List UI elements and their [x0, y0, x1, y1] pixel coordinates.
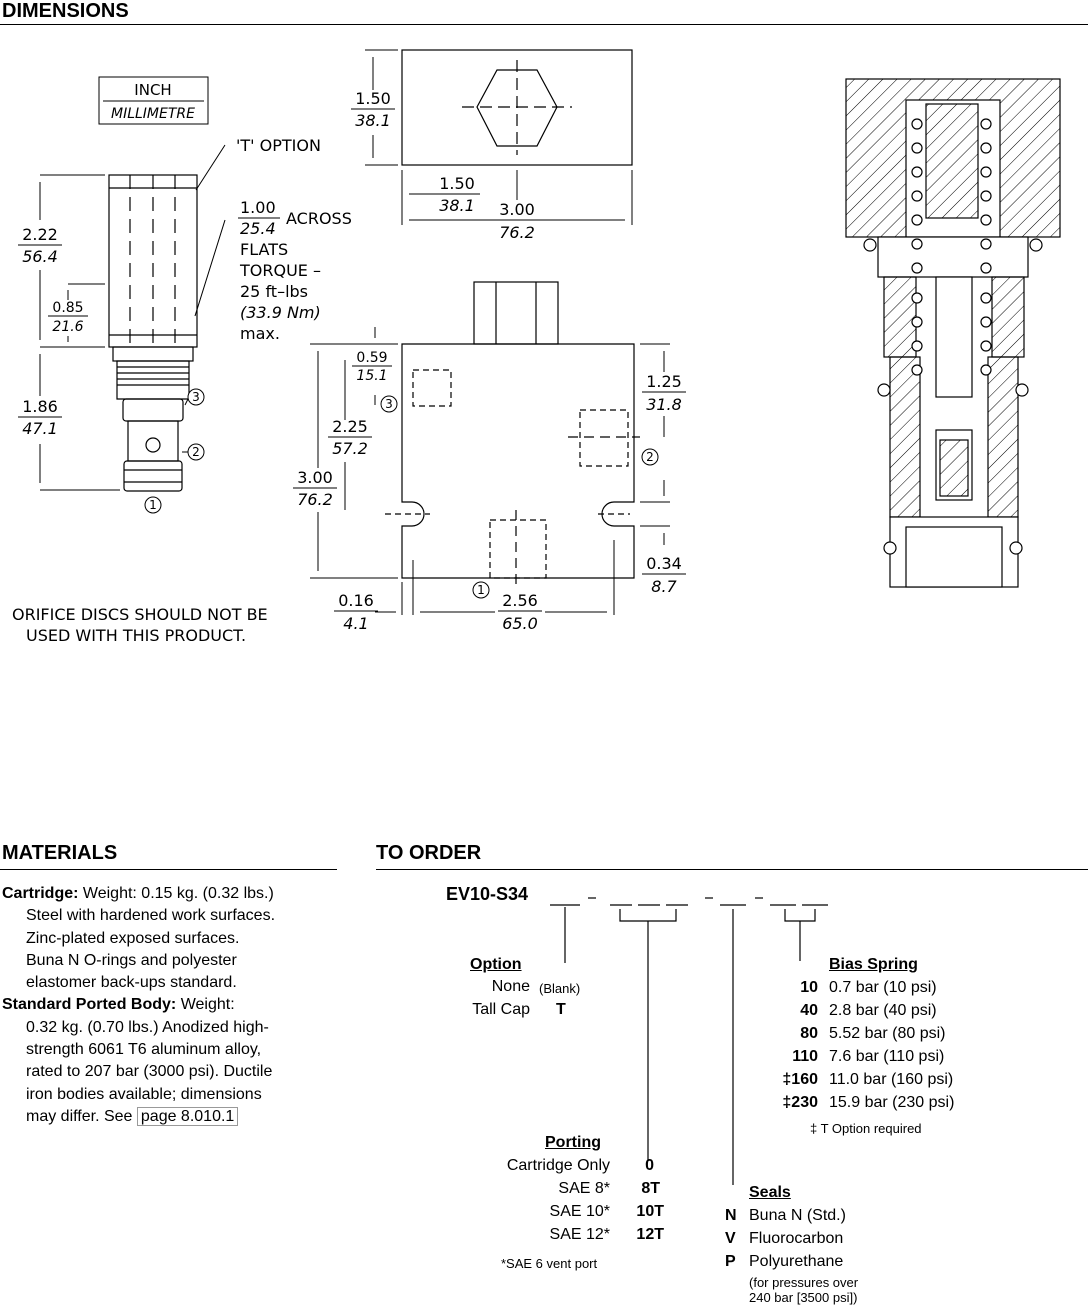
- dimension-lines: [39, 49, 670, 615]
- body-front-view: [385, 281, 640, 590]
- unit-mm: MILLIMETRE: [111, 106, 195, 122]
- order-title: TO ORDER: [376, 842, 482, 864]
- port-labels: 3 2 1 3 2 1: [149, 390, 654, 597]
- option-tallcap-label: Tall Cap: [472, 1001, 530, 1018]
- across-flats-mm: 25.4: [240, 219, 276, 238]
- port-1-marker-side: [144, 496, 162, 514]
- unit-inch: INCH: [134, 81, 171, 99]
- option-none-code: (Blank): [539, 981, 581, 996]
- svg-text:0.85: 0.85: [52, 300, 83, 316]
- body-label: Standard Ported Body:: [2, 996, 177, 1014]
- port-2-label-front: 2: [646, 450, 654, 464]
- svg-text:8.7: 8.7: [651, 577, 677, 596]
- porting-header: Porting: [545, 1134, 601, 1151]
- port-markers: [144, 388, 659, 599]
- torque-line-3: (33.9 Nm): [240, 303, 321, 322]
- option-tallcap-code: T: [556, 1001, 566, 1018]
- svg-text:15.1: 15.1: [356, 368, 387, 384]
- cartridge-cross-section: [845, 78, 1061, 588]
- materials-title: MATERIALS: [2, 842, 118, 864]
- body-last-line: may differ. See: [26, 1107, 133, 1125]
- option-header: Option: [470, 956, 522, 973]
- order-code-diagram: [550, 897, 828, 1185]
- torque-line-1: TORQUE –: [239, 261, 321, 280]
- across-label: ACROSS: [286, 209, 352, 228]
- svg-text:0.16: 0.16: [338, 591, 374, 610]
- svg-text:2.56: 2.56: [502, 591, 538, 610]
- svg-text:0.34: 0.34: [646, 554, 682, 573]
- svg-text:76.2: 76.2: [499, 223, 535, 242]
- svg-text:2.25: 2.25: [332, 417, 368, 436]
- svg-text:47.1: 47.1: [22, 419, 58, 438]
- orifice-note-line-2: USED WITH THIS PRODUCT.: [26, 626, 246, 645]
- svg-text:0.59: 0.59: [356, 350, 387, 366]
- port-3-marker-side: [187, 388, 205, 406]
- svg-text:1.86: 1.86: [22, 397, 58, 416]
- svg-text:31.8: 31.8: [646, 395, 682, 414]
- across-flats-inch: 1.00: [240, 198, 276, 217]
- svg-text:3.00: 3.00: [297, 468, 333, 487]
- cartridge-side-view: [108, 174, 198, 492]
- port-2-label-side: 2: [192, 445, 200, 459]
- svg-text:3.00: 3.00: [499, 200, 535, 219]
- flats-label: FLATS: [240, 240, 288, 259]
- page-link[interactable]: page 8.010.1: [136, 1106, 239, 1126]
- cartridge-label: Cartridge:: [2, 885, 79, 902]
- svg-text:1.25: 1.25: [646, 372, 682, 391]
- port-1-marker-front: [472, 581, 490, 599]
- svg-text:21.6: 21.6: [52, 319, 83, 335]
- body-line: iron bodies available; dimensions: [26, 1085, 262, 1103]
- port-1-label-front: 1: [477, 583, 485, 597]
- seals-note: (for pressures over 240 bar [3500 psi]): [749, 1275, 859, 1305]
- body-line: rated to 207 bar (3000 psi). Ductile: [26, 1063, 273, 1081]
- svg-text:65.0: 65.0: [502, 614, 538, 633]
- dimensions-title: DIMENSIONS: [2, 0, 129, 22]
- port-2-marker-side: [187, 443, 205, 461]
- port-1-label-side: 1: [149, 498, 157, 512]
- body-top-view: [401, 49, 633, 166]
- t-option-label: 'T' OPTION: [236, 136, 321, 155]
- bias-header: Bias Spring: [829, 956, 918, 973]
- model-code: EV10-S34: [446, 884, 529, 904]
- port-2-marker-front: [641, 448, 659, 466]
- order-rule: [376, 869, 1088, 870]
- torque-line-4: max.: [240, 324, 280, 343]
- body-line: 0.32 kg. (0.70 lbs.) Anodized high-: [26, 1018, 269, 1036]
- body-weight-label: Weight:: [180, 996, 235, 1014]
- port-3-label-front: 3: [385, 397, 393, 411]
- dimensions-rule: [0, 24, 1088, 25]
- port-3-marker-front: [380, 395, 398, 413]
- svg-text:1.50: 1.50: [439, 174, 475, 193]
- port-3-label-side: 3: [192, 390, 200, 404]
- svg-text:4.1: 4.1: [343, 614, 368, 633]
- bias-note: ‡ T Option required: [810, 1121, 922, 1136]
- svg-text:2.22: 2.22: [22, 225, 58, 244]
- seals-header: Seals: [749, 1184, 791, 1201]
- cartridge-weight: Weight: 0.15 kg. (0.32 lbs.): [82, 885, 274, 902]
- torque-line-2: 25 ft–lbs: [240, 282, 308, 301]
- option-none-label: None: [491, 978, 530, 995]
- porting-note: *SAE 6 vent port: [501, 1256, 598, 1271]
- cartridge-line: Zinc-plated exposed surfaces.: [26, 929, 240, 947]
- body-line: strength 6061 T6 aluminum alloy,: [26, 1041, 262, 1059]
- dimension-values: 2.22 56.4 0.85 21.6 1.86 47.1 1.50 38.1 …: [18, 89, 686, 633]
- dimension-drawings: INCH MILLIMETRE: [12, 49, 1061, 645]
- orifice-note-line-1: ORIFICE DISCS SHOULD NOT BE: [12, 605, 268, 624]
- cartridge-line: Steel with hardened work surfaces.: [26, 907, 276, 925]
- cartridge-line: Buna N O-rings and polyester: [26, 951, 237, 969]
- svg-text:38.1: 38.1: [439, 196, 475, 215]
- svg-text:57.2: 57.2: [332, 439, 368, 458]
- svg-text:76.2: 76.2: [297, 490, 333, 509]
- svg-text:38.1: 38.1: [355, 111, 391, 130]
- cartridge-line: elastomer back-ups standard.: [26, 974, 237, 992]
- unit-legend: INCH MILLIMETRE: [98, 76, 209, 125]
- svg-text:56.4: 56.4: [22, 247, 58, 266]
- svg-text:1.50: 1.50: [355, 89, 391, 108]
- callout-text: 'T' OPTION 1.00 25.4 ACROSS FLATS TORQUE…: [236, 136, 352, 343]
- materials-rule: [0, 869, 337, 870]
- materials-text: Cartridge: Weight: 0.15 kg. (0.32 lbs.) …: [2, 883, 332, 1128]
